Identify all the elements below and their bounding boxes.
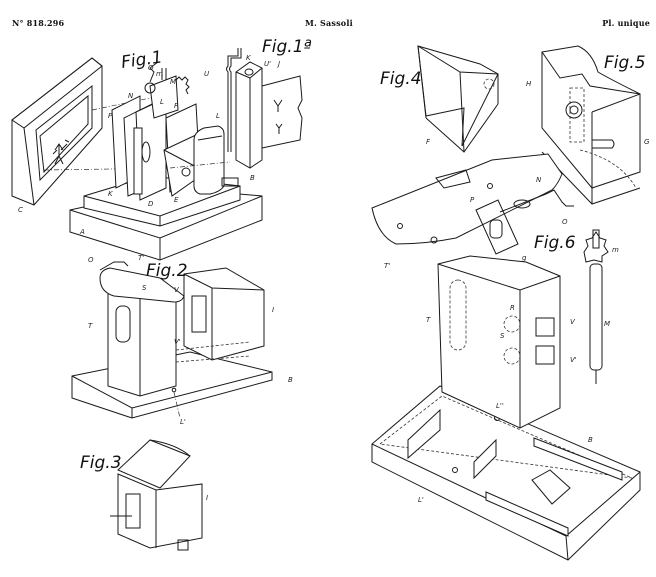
ref-m-small: m <box>156 70 163 78</box>
plate-label: Pl. unique <box>602 18 650 28</box>
figure-3: Fig.3 I <box>80 439 208 551</box>
fig2-label: Fig.2 <box>146 261 188 281</box>
figure-6: Fig.6 N P O g T' T R S V V' M m B L'' L' <box>371 153 641 561</box>
ref-t-2: T <box>88 322 93 330</box>
ref-l-dprime-6: L'' <box>496 402 504 410</box>
ref-t-prime-6: T' <box>384 262 390 270</box>
film-mechanism <box>111 61 239 201</box>
figure-4: Fig.4 F <box>380 45 499 153</box>
ref-l-prime-2: L' <box>180 418 186 426</box>
ref-s-2: S <box>142 284 147 292</box>
ref-f-4: F <box>426 138 431 146</box>
ref-t-prime-2: T' <box>138 254 144 262</box>
ref-l-prime-6: L' <box>418 496 424 504</box>
ref-n: N <box>128 92 134 100</box>
ref-v-2: V <box>174 286 180 294</box>
patent-number: N° 818.296 <box>12 18 65 28</box>
ref-g-small-6: g <box>522 254 527 262</box>
ref-l-1a: L <box>216 112 220 120</box>
ref-u: U <box>204 70 209 78</box>
ref-u-prime: U' <box>264 60 271 68</box>
ref-k: K <box>108 190 114 198</box>
ref-k-1a: K <box>246 54 252 62</box>
figure-5: Fig.5 H G <box>526 45 650 205</box>
ref-j: J <box>276 60 280 68</box>
ref-l: L <box>160 98 164 106</box>
ref-o-2: O <box>88 256 94 264</box>
ref-m-6: M <box>604 320 610 328</box>
ref-t-6: T <box>426 316 431 324</box>
ref-b-2: B <box>288 376 293 384</box>
fig3-label: Fig.3 <box>80 453 122 473</box>
ref-i-3: I <box>206 494 208 502</box>
figure-2: Fig.2 O T' S V T V' I B L' <box>71 254 293 426</box>
ref-p: P <box>108 112 113 120</box>
ref-g-5: G <box>644 138 650 146</box>
ref-v-6: V <box>570 318 576 326</box>
screen-frame <box>11 57 181 206</box>
figure-1a: Fig.1ª K U' J U L B <box>204 37 312 182</box>
base-a <box>69 175 263 261</box>
ref-f: F <box>174 102 179 110</box>
ref-o: O <box>148 64 154 72</box>
ref-s-6: S <box>500 332 505 340</box>
ref-v-prime-2: V' <box>174 338 181 346</box>
ref-a: A <box>79 228 85 236</box>
ref-v-prime-6: V' <box>570 356 577 364</box>
fig5-label: Fig.5 <box>604 53 646 73</box>
ref-m: M <box>170 78 176 86</box>
inventor-name: M. Sassoli <box>305 18 353 28</box>
ref-r-6: R <box>510 304 515 312</box>
fig1a-label: Fig.1ª <box>262 37 312 57</box>
ref-b-6: B <box>588 436 593 444</box>
ref-n-6: N <box>536 176 542 184</box>
ref-b-1a: B <box>250 174 255 182</box>
ref-e: E <box>174 196 179 204</box>
ref-d: D <box>148 200 154 208</box>
fig4-label: Fig.4 <box>380 69 422 89</box>
ref-p-6: P <box>470 196 475 204</box>
fig6-label: Fig.6 <box>534 233 576 253</box>
ref-o-6: O <box>562 218 568 226</box>
ref-i-2: I <box>272 306 274 314</box>
ref-h-5: H <box>526 80 532 88</box>
ref-c: C <box>18 206 23 214</box>
figure-1: Fig.1 C A K D E F P N O L m M <box>11 47 263 261</box>
ref-m-small-6: m <box>612 246 619 254</box>
